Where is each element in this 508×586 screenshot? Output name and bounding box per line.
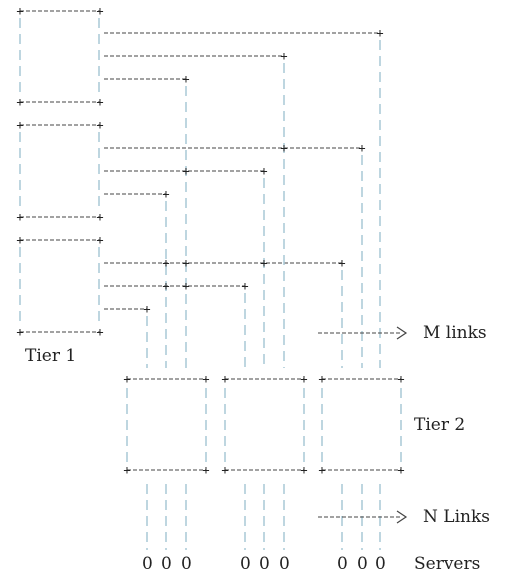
tier2-switch-1 <box>126 378 207 471</box>
junction-plus: + <box>182 163 190 178</box>
server-node: 0 <box>240 554 251 574</box>
tier1-switch-1-links <box>104 32 380 80</box>
junction-plus: + <box>358 140 366 155</box>
junction-plus: + <box>96 324 104 339</box>
m-links-label: M links <box>423 323 487 343</box>
junction-plus: + <box>300 371 308 386</box>
server-node: 0 <box>279 554 290 574</box>
server-node: 0 <box>259 554 270 574</box>
junction-plus: + <box>16 117 24 132</box>
junction-plus: + <box>96 232 104 247</box>
tier1-switch-3 <box>19 239 100 333</box>
junction-plus: + <box>182 71 190 86</box>
tier2-switch-1-uplinks <box>146 86 187 368</box>
junction-plus: + <box>241 278 249 293</box>
junction-plus: + <box>221 371 229 386</box>
servers-label: Servers <box>414 554 481 574</box>
junction-plus: + <box>202 462 210 477</box>
server-node: 0 <box>142 554 153 574</box>
junction-plus: + <box>260 163 268 178</box>
tier2-switch-2 <box>224 378 305 471</box>
n-links-arrow <box>318 510 408 524</box>
junction-plus: + <box>162 278 170 293</box>
tier2-label: Tier 2 <box>414 415 466 435</box>
junction-plus: + <box>280 48 288 63</box>
server-node: 0 <box>161 554 172 574</box>
junction-plus: + <box>376 25 384 40</box>
tier2-switch-3-uplinks <box>341 40 381 368</box>
junction-plus: + <box>16 209 24 224</box>
tier2-switch-3 <box>321 378 402 471</box>
junction-plus: + <box>397 462 405 477</box>
tier1-switch-2 <box>19 124 100 218</box>
tier1-switch-1 <box>19 10 100 103</box>
junction-plus: + <box>300 462 308 477</box>
junction-plus: + <box>318 371 326 386</box>
tier1-label: Tier 1 <box>25 346 77 366</box>
junction-plus: + <box>16 94 24 109</box>
junction-plus: + <box>123 462 131 477</box>
junction-plus: + <box>221 462 229 477</box>
junction-plus: + <box>16 232 24 247</box>
n-links-label: N Links <box>423 507 490 527</box>
tier1-switch-2-links <box>104 147 362 195</box>
junction-plus: + <box>182 255 190 270</box>
junction-plus: + <box>96 94 104 109</box>
server-node: 0 <box>357 554 368 574</box>
tier2-switch-2-uplinks <box>244 63 285 368</box>
junction-plus: + <box>318 462 326 477</box>
junction-plus: + <box>16 3 24 18</box>
junction-plus: + <box>397 371 405 386</box>
server-node: 0 <box>375 554 386 574</box>
junction-plus: + <box>96 117 104 132</box>
junction-plus: + <box>16 324 24 339</box>
junction-plus: + <box>143 301 151 316</box>
junction-plus: + <box>280 140 288 155</box>
junction-plus: + <box>162 186 170 201</box>
junction-plus: + <box>162 255 170 270</box>
junction-plus: + <box>96 209 104 224</box>
junction-plus: + <box>260 255 268 270</box>
server-node: 0 <box>337 554 348 574</box>
junction-plus: + <box>96 3 104 18</box>
tier1-switch-3-links <box>104 262 342 310</box>
junction-plus: + <box>202 371 210 386</box>
junction-plus: + <box>338 255 346 270</box>
junction-plus: + <box>123 371 131 386</box>
m-links-arrow <box>318 326 408 340</box>
junction-plus: + <box>182 278 190 293</box>
server-node: 0 <box>181 554 192 574</box>
